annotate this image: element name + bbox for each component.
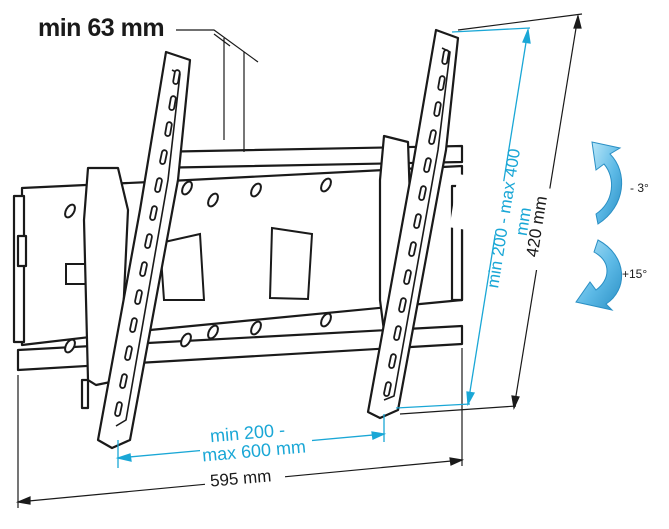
width-label-bg: [205, 468, 285, 490]
tilt-up-label: - 3°: [630, 181, 649, 195]
vesa-horizontal-label-bg: [200, 420, 312, 464]
tilt-down-label: +15°: [622, 267, 648, 281]
right-bracket-slots: [383, 49, 450, 397]
curved-arrow-down-icon: [575, 239, 622, 311]
height-label-bg: [530, 190, 560, 270]
left-bracket-slots: [114, 69, 181, 417]
curved-arrow-up-icon: [591, 141, 623, 225]
depth-label: min 63 mm: [38, 14, 165, 42]
